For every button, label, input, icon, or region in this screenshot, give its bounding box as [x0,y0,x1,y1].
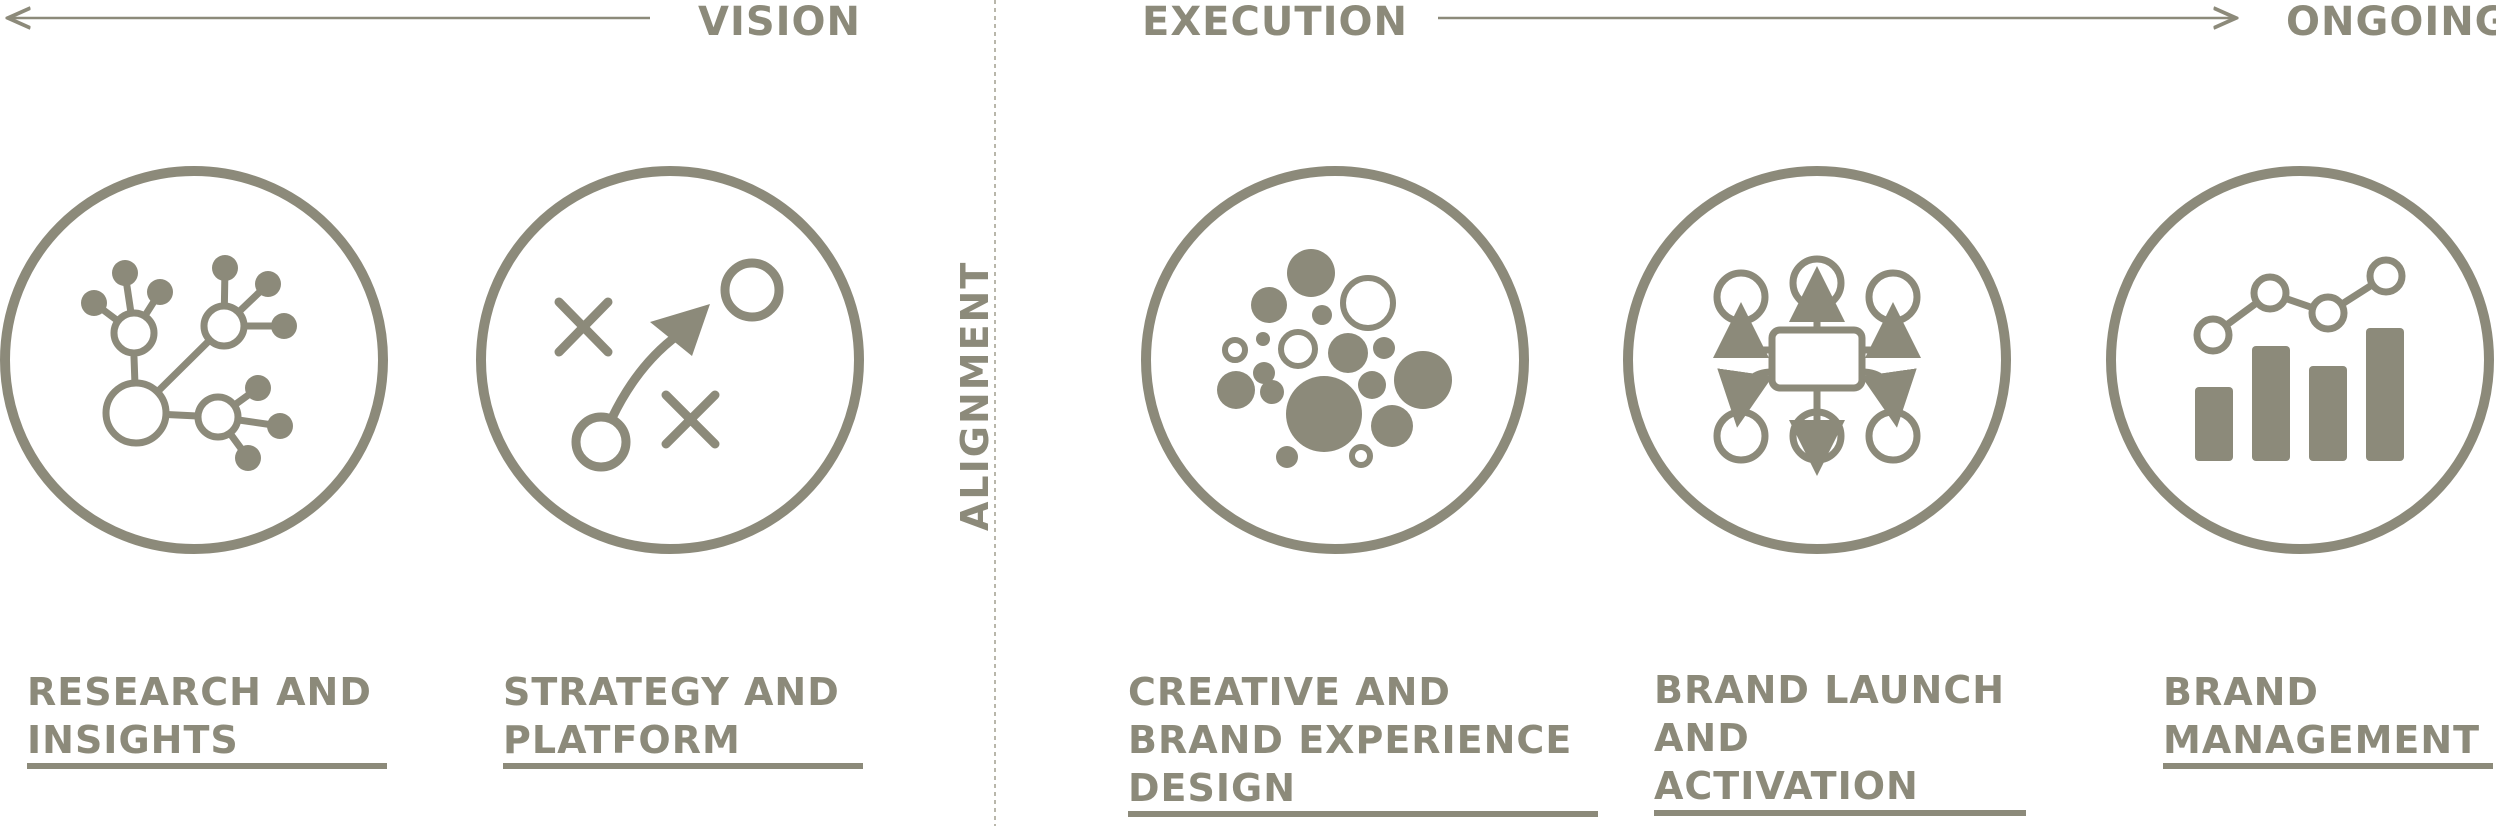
strategy-arrowhead [650,304,710,356]
step-underline-strategy [503,763,863,769]
step-label-management: BRAND MANAGEMENT [2163,670,2481,762]
management-step-circle [2106,166,2494,554]
step-label-launch: BRAND LAUNCH AND ACTIVATION [1654,668,2006,808]
step-underline-management [2163,763,2493,769]
alignment-label: ALIGNMENT [953,260,997,531]
phase-execution: EXECUTION [1142,0,1408,45]
strategy-play-icon [554,258,784,472]
step-label-creative: CREATIVE AND BRAND EXPERIENCE DESIGN [1128,670,1573,810]
bubbles-icon [1217,249,1452,468]
creative-step-circle [1141,166,1529,554]
step-label-research: RESEARCH AND INSIGHTS [27,670,372,762]
phase-vision: VISION [698,0,862,45]
step-label-strategy: STRATEGY AND PLATFORM [503,670,840,762]
network-icon [90,264,288,462]
flow-hub-icon [1713,255,1921,476]
step-underline-creative [1128,811,1598,817]
growth-chart-icon [2193,256,2406,461]
strategy-step-circle [476,166,864,554]
step-underline-launch [1654,810,2026,816]
step-underline-research [27,763,387,769]
launch-step-circle [1623,166,2011,554]
research-step-circle [0,166,388,554]
phase-ongoing: ONGOING [2286,0,2496,45]
